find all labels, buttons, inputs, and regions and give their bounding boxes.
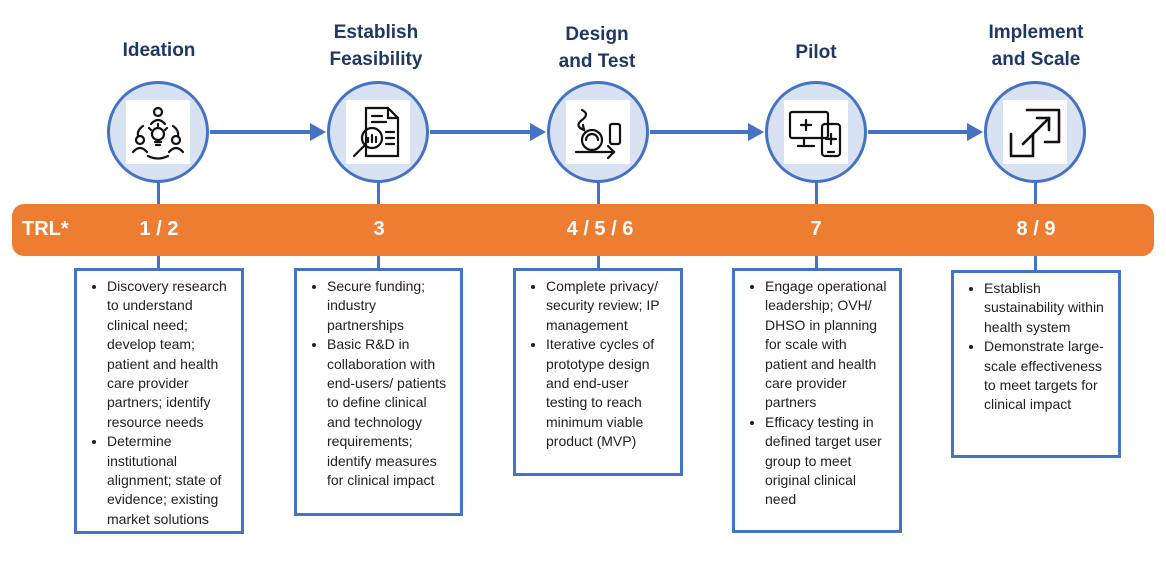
description-box-implement: Establish sustainability within health s… <box>951 270 1121 458</box>
list-item: Demonstrate large-scale effectiveness to… <box>984 337 1110 415</box>
stage-circle-implement <box>984 81 1086 183</box>
digital-health-devices-icon <box>784 100 848 164</box>
list-item: Iterative cycles of prototype design and… <box>546 335 672 451</box>
arrow-pilot-to-implement <box>868 123 983 141</box>
connector-ideation <box>157 180 160 206</box>
trl-level-feasibility: 3 <box>373 218 385 240</box>
stage-circle-design <box>547 81 649 183</box>
trl-level-implement: 8 / 9 <box>1016 218 1056 240</box>
connector-box-feasibility <box>377 254 380 270</box>
description-box-feasibility: Secure funding; industry partnerships Ba… <box>294 268 463 516</box>
trl-label: TRL* <box>22 218 69 240</box>
stage-title-design-and-test: Design and Test <box>558 24 636 72</box>
connector-box-implement <box>1034 254 1037 270</box>
connector-box-design <box>597 254 600 270</box>
trl-level-ideation: 1 / 2 <box>139 218 179 240</box>
connector-box-pilot <box>815 254 818 270</box>
stage-title-implement-and-scale: Implement and Scale <box>988 22 1084 70</box>
expand-arrow-icon <box>1003 100 1067 164</box>
list-item: Complete privacy/ security review; IP ma… <box>546 277 672 335</box>
connector-pilot <box>815 180 818 206</box>
description-box-pilot: Engage operational leadership; OVH/ DHSO… <box>732 268 902 533</box>
connector-implement <box>1034 180 1037 206</box>
iterative-design-cycle-icon <box>566 100 630 164</box>
stage-title-ideation: Ideation <box>122 40 196 61</box>
connector-feasibility <box>377 180 380 206</box>
list-item: Secure funding; industry partnerships <box>327 277 452 335</box>
stage-circle-feasibility <box>327 81 429 183</box>
list-item: Engage operational leadership; OVH/ DHSO… <box>765 277 891 413</box>
stage-circle-pilot <box>765 81 867 183</box>
list-item: Discovery research to understand clinica… <box>107 277 233 432</box>
description-box-design: Complete privacy/ security review; IP ma… <box>513 268 683 476</box>
list-item: Basic R&D in collaboration with end-user… <box>327 335 452 490</box>
research-document-magnifier-icon <box>346 100 410 164</box>
stage-title-establish-feasibility: Establish Feasibility <box>329 22 423 70</box>
trl-level-design: 4 / 5 / 6 <box>566 218 634 240</box>
connector-box-ideation <box>157 254 160 270</box>
description-box-ideation: Discovery research to understand clinica… <box>74 268 244 534</box>
stage-title-pilot: Pilot <box>795 42 837 63</box>
trl-band <box>12 204 1154 256</box>
arrow-design-to-pilot <box>650 123 764 141</box>
list-item: Efficacy testing in defined target user … <box>765 413 891 510</box>
arrow-ideation-to-feasibility <box>210 123 326 141</box>
stage-circle-ideation <box>107 81 209 183</box>
arrow-feasibility-to-design <box>430 123 546 141</box>
ideation-collaboration-icon <box>126 100 190 164</box>
trl-level-pilot: 7 <box>810 218 822 240</box>
list-item: Establish sustainability within health s… <box>984 279 1110 337</box>
list-item: Determine institutional alignment; state… <box>107 432 233 529</box>
connector-design <box>597 180 600 206</box>
